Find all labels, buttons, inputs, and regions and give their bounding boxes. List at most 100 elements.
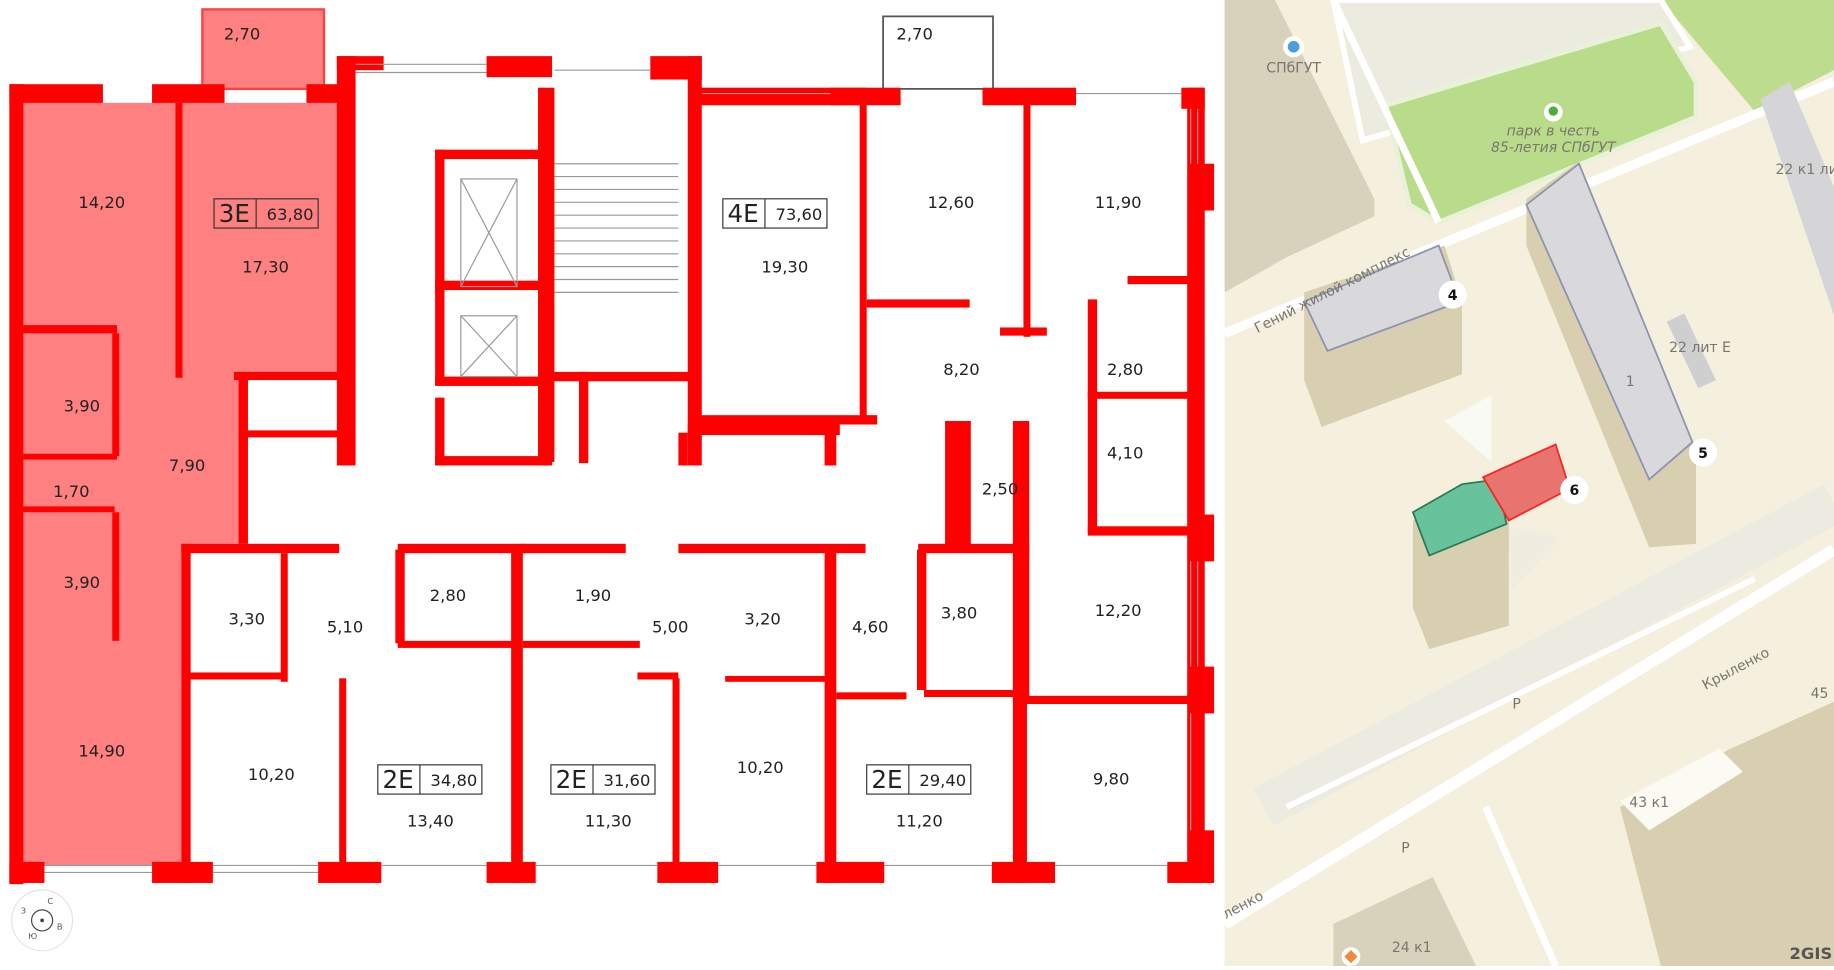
building-number-marker[interactable] [1438, 280, 1467, 309]
badge-frame [377, 764, 483, 795]
room-area-label: 10,20 [248, 765, 295, 784]
wall-segment [1012, 549, 1027, 883]
wall-segment [112, 333, 120, 457]
room-area-label: 19,30 [761, 257, 808, 276]
map-label-b45: 45 к1 [1811, 686, 1834, 702]
wall-segment [1190, 666, 1215, 714]
wall-segment [824, 423, 837, 466]
apartment-type: 4E [728, 199, 759, 228]
apartment-area: 63,80 [267, 205, 314, 224]
map-park[interactable] [1383, 20, 1699, 225]
room-area-label: 13,40 [407, 812, 454, 831]
window-line [460, 178, 518, 287]
wall-segment [181, 543, 191, 883]
balcony-4e [882, 15, 994, 90]
apartment-type: 2E [871, 765, 902, 794]
wall-segment [486, 56, 553, 78]
wall-segment [522, 640, 640, 648]
wall-segment [339, 678, 347, 878]
room-area-label: 1,70 [53, 482, 89, 501]
map-green-area [1660, 0, 1834, 112]
wall-segment [672, 678, 680, 866]
badge-frame [866, 764, 972, 795]
compass-icon[interactable]: С В Ю З [11, 889, 74, 952]
wall-segment [538, 87, 555, 462]
wall-segment [657, 861, 719, 883]
room-area-label: 5,00 [652, 618, 688, 637]
room-area-label: 11,20 [896, 812, 943, 831]
wall-segment [687, 56, 702, 466]
apartment-area: 34,80 [430, 771, 477, 790]
wall-segment [725, 675, 831, 682]
map-label-b22k1: 22 к1 лит [1776, 162, 1834, 178]
wall-segment [637, 672, 679, 680]
wall-segment [9, 84, 24, 885]
map-road-west [1330, 0, 1442, 224]
room-area-label: 17,30 [242, 257, 289, 276]
compass-south: Ю [28, 931, 37, 941]
elevator-shaft [460, 315, 518, 378]
apartment-type: 3E [219, 199, 250, 228]
wall-segment [238, 374, 248, 544]
wall-segment [830, 87, 901, 106]
wall-segment [1167, 861, 1205, 883]
wall-segment [520, 543, 626, 554]
room-area-label: 11,90 [1095, 193, 1142, 212]
wall-segment [233, 371, 351, 381]
wall-segment [336, 56, 384, 71]
room-area-label: 3,80 [941, 603, 977, 622]
room-labels: 2,7014,2017,303,907,901,703,9014,902,701… [53, 25, 1143, 831]
map-building-5[interactable] [1525, 162, 1694, 481]
wall-segment [175, 102, 183, 378]
wall-segment [397, 640, 515, 648]
wall-segment [435, 149, 445, 384]
room-area-label: 8,20 [943, 360, 979, 379]
wall-segment [435, 456, 553, 466]
wall-segment [112, 512, 120, 641]
map-view-cone-2 [1508, 526, 1562, 591]
building-number-marker[interactable] [1688, 438, 1718, 467]
map-parking-strip [1253, 484, 1834, 826]
wall-segment [435, 280, 546, 291]
building-number-marker[interactable] [1560, 475, 1589, 505]
wall-segment [511, 549, 523, 883]
map-building-43k1-roof [1619, 748, 1743, 831]
map-label-b43: 43 к1 [1629, 795, 1669, 811]
map-provider-logo[interactable]: 2GIS [1790, 944, 1833, 963]
room-area-label: 2,50 [982, 480, 1018, 499]
map-building-24k1 [1333, 877, 1477, 966]
wall-segment [395, 549, 405, 644]
wall-segment [1087, 526, 1191, 536]
apartment-badge[interactable]: 3E 63,80 [213, 198, 319, 229]
apartment-3e-highlight[interactable] [21, 102, 349, 866]
room-area-label: 3,90 [64, 396, 100, 415]
wall-segment [435, 397, 445, 466]
room-area-label: 9,80 [1093, 770, 1129, 789]
diamond-icon [1344, 950, 1358, 964]
map-side-road [1482, 805, 1559, 968]
building-number: 5 [1698, 446, 1708, 462]
wall-segment [238, 430, 351, 438]
compass-east: В [57, 922, 63, 932]
room-area-label: 2,80 [1107, 360, 1143, 379]
wall-segment [945, 421, 971, 550]
wall-segment [578, 371, 589, 464]
room-area-label: 2,70 [896, 25, 932, 44]
badge-frame [550, 764, 656, 795]
room-area-label: 3,20 [744, 609, 780, 628]
map-road-krylenko [1221, 544, 1834, 929]
building-number: 6 [1569, 483, 1579, 499]
room-area-label: 12,20 [1095, 601, 1142, 620]
wall-segment [1023, 102, 1031, 337]
wall-segment [397, 543, 527, 554]
room-area-label: 14,90 [78, 741, 125, 760]
wall-segment [1190, 514, 1215, 562]
map-building-sp [1224, 0, 1375, 293]
map-label-parking: P [1401, 841, 1409, 857]
room-area-label: 5,10 [327, 618, 363, 637]
